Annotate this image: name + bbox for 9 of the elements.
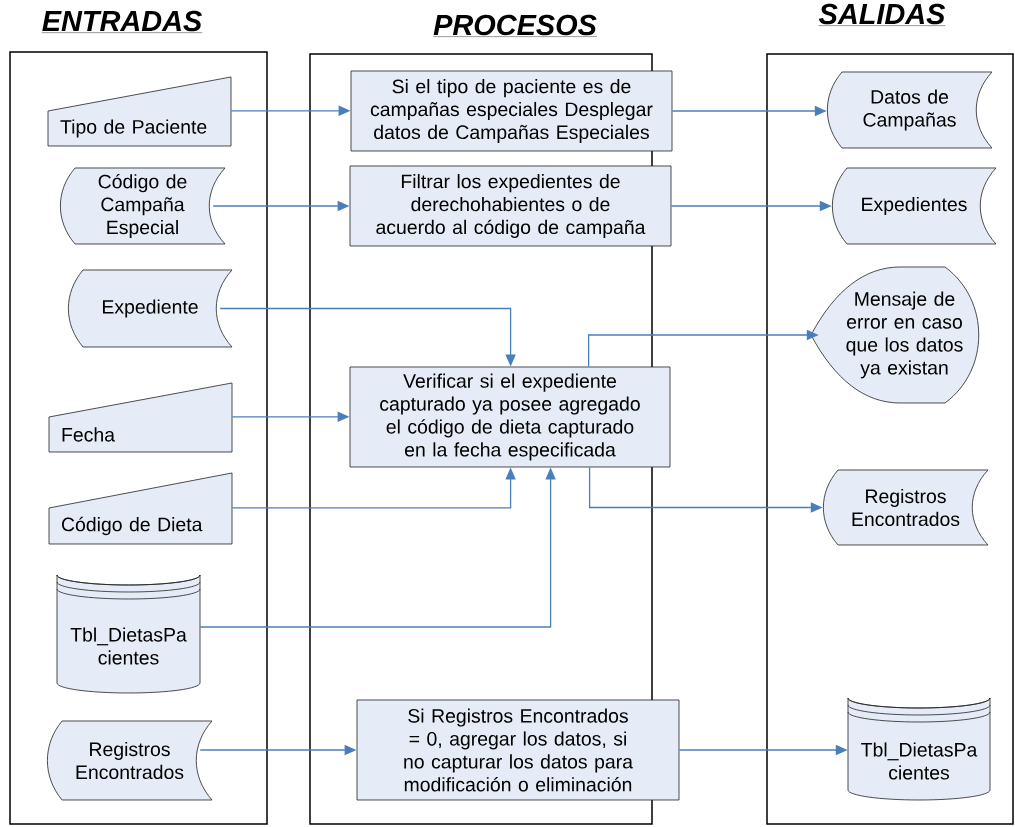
database-cylinder: Tbl_DietasPa cientes — [56, 574, 201, 694]
process-box: Verificar si el expediente capturado ya posee agregado el código de dieta capturado en la fecha especificada — [349, 366, 671, 468]
process-box: Filtrar los expedientes de derechohabientes o de acuerdo al código de campaña — [349, 165, 672, 247]
column-heading: SALIDAS — [818, 3, 946, 26]
column-heading: PROCESOS — [432, 14, 598, 37]
process-box: Si Registros Encontrados = 0, agregar los datos, si no capturar los datos para modificación o eliminación — [356, 699, 680, 801]
database-cylinder: Tbl_DietasPa cientes — [847, 697, 991, 801]
column-heading: ENTRADAS — [41, 10, 203, 33]
process-box: Si el tipo de paciente es de campañas especiales Desplegar datos de Campañas Especiales — [350, 70, 673, 152]
